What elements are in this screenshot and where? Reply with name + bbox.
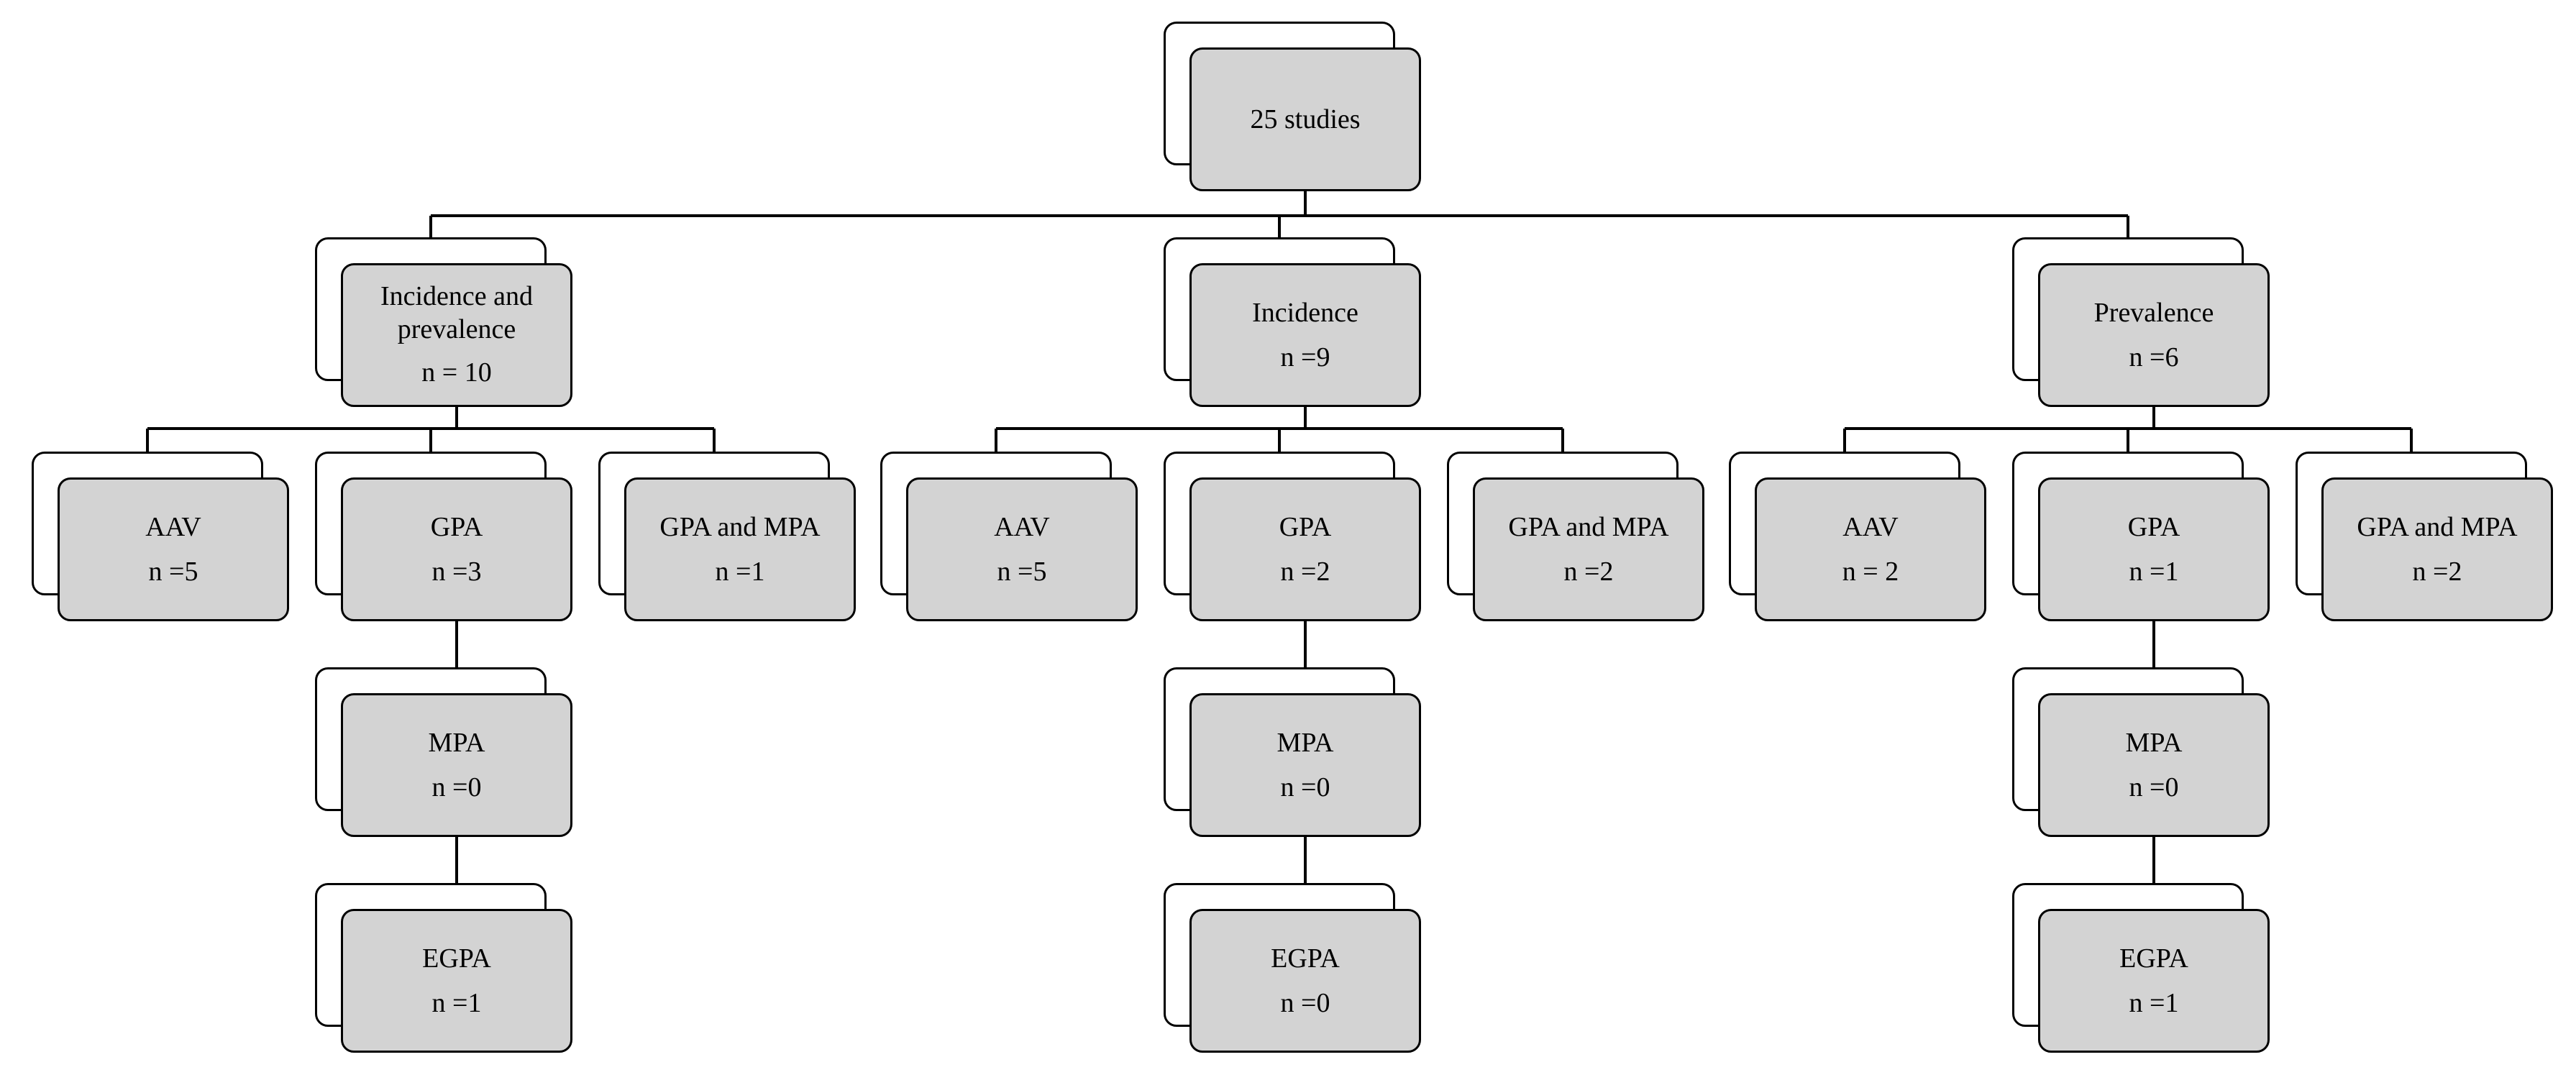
type-label: GPA and MPA — [1508, 512, 1669, 542]
branch-title-line: Prevalence — [2093, 298, 2214, 328]
type-label: GPA — [430, 512, 483, 542]
type-node: AAV n = 2 — [1729, 452, 1986, 621]
chain-node: EGPA n =0 — [1164, 883, 1421, 1053]
chain-node: MPA n =0 — [1164, 667, 1421, 837]
type-node: GPA and MPA n =1 — [598, 452, 856, 621]
type-count: n =1 — [715, 557, 765, 587]
chain-label: EGPA — [1271, 943, 1340, 974]
branch-prevalence: Prevalence n =6 — [2012, 237, 2270, 407]
chain-count: n =0 — [1280, 988, 1330, 1018]
type-count: n =3 — [431, 557, 482, 587]
type-node: GPA n =1 — [2012, 452, 2270, 621]
chain-label: EGPA — [422, 943, 491, 974]
type-label: GPA — [1279, 512, 1332, 542]
type-count: n =1 — [2129, 557, 2179, 587]
chain-count: n =0 — [431, 772, 482, 802]
chain-count: n =1 — [2129, 988, 2179, 1018]
type-label: AAV — [1842, 512, 1899, 542]
branch-title-line: Incidence and — [380, 281, 534, 311]
root-node: 25 studies — [1164, 22, 1421, 191]
chain-count: n =0 — [1280, 772, 1330, 802]
chain-count: n =0 — [2129, 772, 2179, 802]
type-label: GPA and MPA — [2357, 512, 2518, 542]
type-count: n =2 — [1563, 557, 1614, 587]
type-label: GPA — [2127, 512, 2180, 542]
chain-label: MPA — [428, 728, 485, 758]
branch-title-line: prevalence — [397, 314, 516, 344]
type-label: AAV — [994, 512, 1050, 542]
type-count: n =5 — [148, 557, 198, 587]
type-node: AAV n =5 — [880, 452, 1138, 621]
branch-incidence: Incidence n =9 — [1164, 237, 1421, 407]
branch-incidence-and-prevalence: Incidence and prevalence n = 10 — [315, 237, 572, 407]
type-node: GPA and MPA n =2 — [1447, 452, 1704, 621]
chain-node: EGPA n =1 — [2012, 883, 2270, 1053]
type-count: n =5 — [997, 557, 1047, 587]
type-label: AAV — [145, 512, 201, 542]
root-node-box: 25 studies — [1189, 47, 1421, 191]
chain-label: MPA — [1276, 728, 1334, 758]
type-node: GPA and MPA n =2 — [2296, 452, 2553, 621]
branch-title-line: Incidence — [1252, 298, 1358, 328]
chain-node: EGPA n =1 — [315, 883, 572, 1053]
chain-label: EGPA — [2119, 943, 2188, 974]
root-label: 25 studies — [1250, 104, 1361, 134]
type-count: n = 2 — [1842, 557, 1899, 587]
branch-count: n =9 — [1280, 342, 1330, 372]
type-count: n =2 — [1280, 557, 1330, 587]
chain-label: MPA — [2125, 728, 2183, 758]
chain-count: n =1 — [431, 988, 482, 1018]
branch-count: n =6 — [2129, 342, 2179, 372]
type-node: GPA n =2 — [1164, 452, 1421, 621]
type-node: AAV n =5 — [32, 452, 289, 621]
chain-node: MPA n =0 — [2012, 667, 2270, 837]
branch-count: n = 10 — [421, 357, 492, 388]
type-label: GPA and MPA — [659, 512, 821, 542]
type-count: n =2 — [2412, 557, 2462, 587]
chain-node: MPA n =0 — [315, 667, 572, 837]
type-node: GPA n =3 — [315, 452, 572, 621]
